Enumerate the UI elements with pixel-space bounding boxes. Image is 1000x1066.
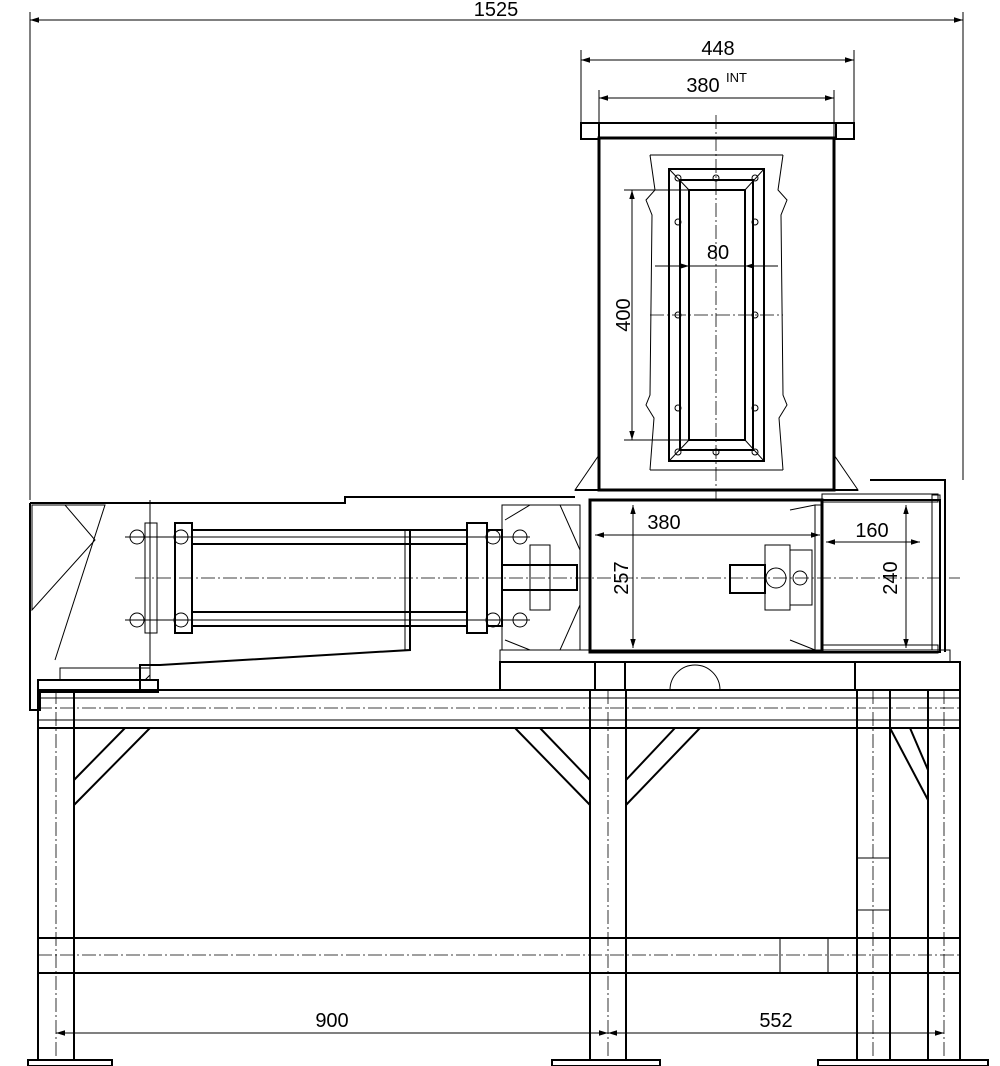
press-chamber bbox=[499, 479, 951, 663]
dim-right-span: 552 bbox=[759, 1010, 792, 1032]
support-frame bbox=[27, 689, 989, 1066]
cylinder-guard bbox=[29, 496, 575, 711]
dimension-labels: 1525 448 380 INT 80 400 380 257 160 240 … bbox=[315, 0, 902, 1032]
dim-chamber-height: 257 bbox=[611, 561, 633, 594]
dim-overall-width: 1525 bbox=[474, 0, 519, 21]
dimension-lines bbox=[29, 12, 964, 1036]
dim-box-width: 160 bbox=[855, 520, 888, 542]
dim-hopper-outer: 448 bbox=[701, 38, 734, 60]
hopper bbox=[574, 115, 859, 500]
dim-hopper-inner-suffix: INT bbox=[726, 70, 747, 85]
base-plate bbox=[37, 661, 961, 693]
dim-window-width: 80 bbox=[707, 242, 729, 264]
dim-hopper-inner: 380 bbox=[686, 75, 719, 97]
dim-left-span: 900 bbox=[315, 1010, 348, 1032]
dim-box-height: 240 bbox=[880, 561, 902, 594]
dim-chamber-width: 380 bbox=[647, 512, 680, 534]
dim-window-height: 400 bbox=[613, 298, 635, 331]
